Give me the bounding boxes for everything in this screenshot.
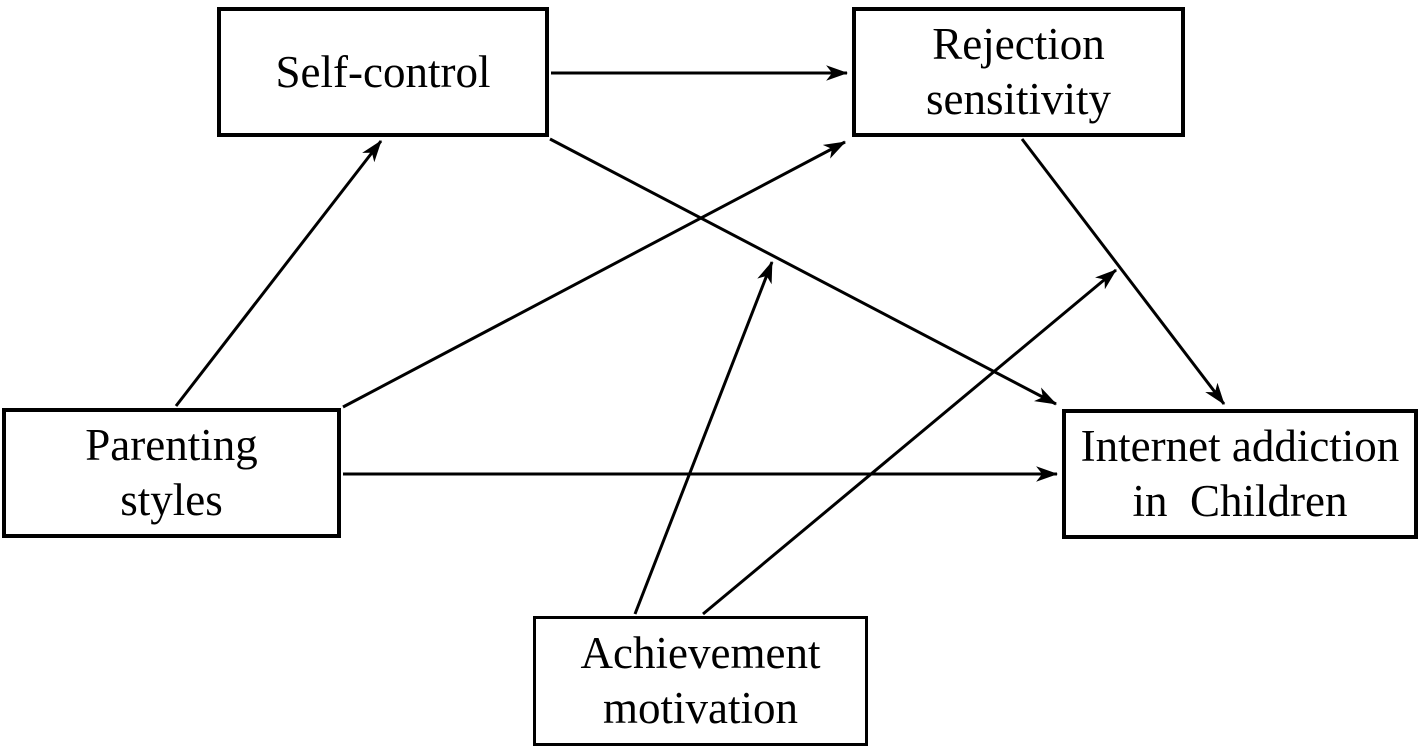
node-label: Rejection: [932, 19, 1105, 69]
node-self-control: Self-control: [217, 7, 549, 137]
arrow-achievement-moderates-selfcontrol-path: [633, 260, 774, 615]
node-label: in Children: [1132, 476, 1348, 526]
node-label: Self-control: [275, 46, 491, 97]
arrow-parenting-to-self-control: [174, 140, 383, 407]
node-label: styles: [120, 475, 223, 525]
arrow-parenting-to-rejection-sensitivity: [342, 140, 846, 409]
node-label: Achievement: [580, 628, 821, 678]
node-label: Parenting: [85, 420, 258, 470]
arrow-self-control-to-internet-addiction: [549, 137, 1057, 406]
node-label: sensitivity: [925, 74, 1111, 124]
node-internet-addiction: Internet addiction in Children: [1062, 409, 1418, 539]
node-label: motivation: [603, 683, 798, 733]
arrow-achievement-moderates-rejection-path: [702, 268, 1117, 616]
node-rejection-sensitivity: Rejection sensitivity: [852, 7, 1185, 137]
node-parenting-styles: Parenting styles: [2, 408, 341, 538]
node-label: Internet addiction: [1080, 421, 1400, 471]
node-achievement-motivation: Achievement motivation: [533, 616, 868, 746]
arrow-rejection-sensitivity-to-internet-addiction: [1020, 138, 1226, 405]
